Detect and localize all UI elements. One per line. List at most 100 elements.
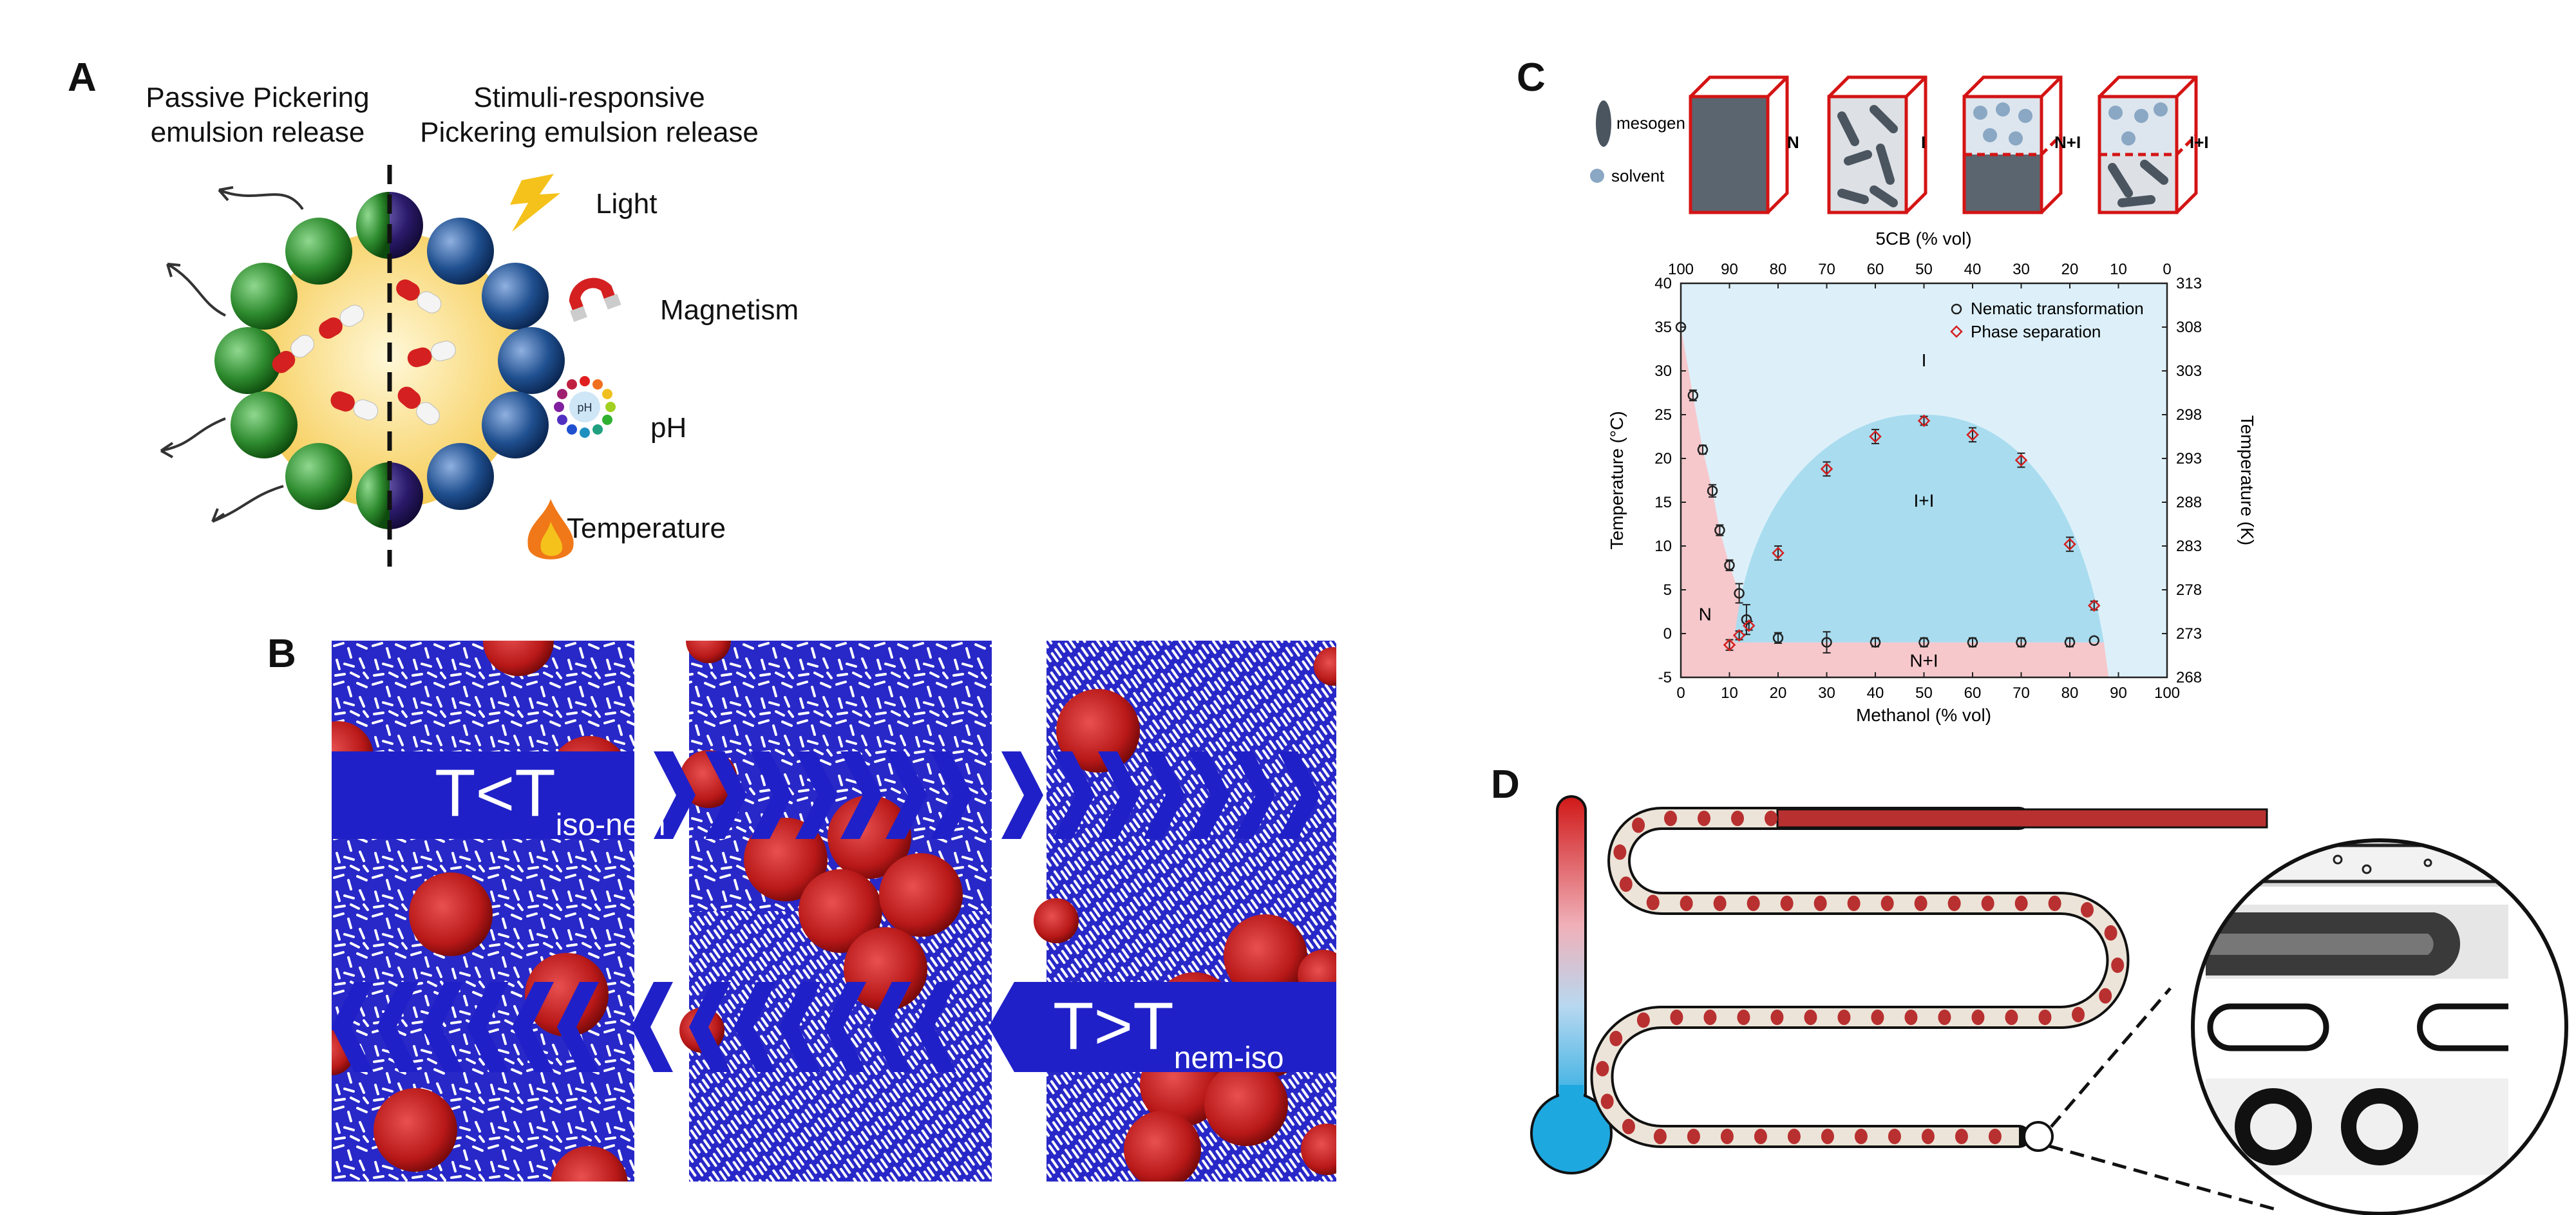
region-label-n: N [1699,605,1712,625]
droplet [1619,876,1633,892]
top-tick-label: 70 [1818,261,1835,278]
y-tick-label: 30 [1654,363,1672,380]
nematic-point [1734,583,1745,604]
y-right-tick-label: 288 [2176,494,2202,511]
nematic-point [1870,637,1881,648]
cube-n [1689,75,1789,214]
stimulus-ph: pH [650,412,687,444]
droplet [1988,1129,2002,1144]
cube-label-i: I [1921,133,1926,152]
droplet [1780,896,1794,911]
droplet [2005,1010,2018,1026]
pickering-emulsion-diagram: pH [160,161,621,567]
phase-separation-point [1732,628,1746,642]
release-arrow-icon [160,186,304,523]
phase-separation-point [1869,429,1882,444]
y-right-tick-label: 303 [2176,363,2202,380]
top-tick-label: 30 [2012,261,2030,278]
phase-separation-point [1820,461,1833,477]
x-tick-label: 10 [1721,684,1738,702]
cooling-arrow [332,751,1320,839]
region-label-n-i: N+I [1909,651,1938,671]
magnifier-origin [2023,1121,2054,1152]
top-tick-label: 40 [1964,261,1982,278]
droplet [1814,896,1827,911]
droplet [1981,896,1994,911]
nematic-point [2016,637,2027,648]
droplet [1646,894,1660,910]
phase-separation-point [1966,427,1979,443]
flame-icon [527,499,574,560]
x-tick-label: 80 [2061,684,2079,702]
droplet [1921,1129,1935,1144]
magnet-icon [569,278,621,322]
stimuli-release-label: Stimuli-responsive Pickering emulsion re… [396,80,782,150]
blue-particle [427,218,494,285]
serpentine-channel [1590,807,2268,1152]
droplet [1622,1118,1635,1135]
phase-separation-point [2014,452,2028,468]
green-particle [214,327,281,394]
x-tick-label: 0 [1676,684,1685,702]
panel-c-letter: C [1517,55,1546,100]
micrograph-inset [2191,838,2568,1215]
phase-separation-point [2087,599,2101,612]
droplet [2080,902,2094,918]
droplet [1600,1093,1614,1109]
region-label-i-i: I+I [1914,491,1935,511]
blue-particle [427,443,494,510]
cube-label-n: N [1787,133,1799,152]
ph-icon: pH [554,376,616,438]
y-tick-label: 20 [1654,450,1672,467]
microfluidic-figure [1530,795,2568,1215]
blue-particle [498,327,565,394]
stimuli-line-2: Pickering emulsion release [420,117,759,148]
x-tick-label: 100 [2154,684,2180,702]
droplet [1664,811,1677,826]
y-tick-label: 40 [1654,275,1672,292]
panel-d-letter: D [1491,762,1520,807]
panel-b-letter: B [267,632,296,676]
droplet [1720,1129,1734,1144]
y-right-tick-label: 268 [2176,669,2202,686]
capsule-icon [272,279,456,425]
passive-line-1: Passive Pickering [146,82,370,113]
top-tick-label: 20 [2061,261,2079,278]
legend-circle-icon [1951,303,1962,315]
cube-i [1827,75,1927,214]
region-label-i: I [1922,350,1927,370]
droplet [1680,896,1693,911]
droplet [1904,1010,1918,1025]
top-tick-label: 60 [1867,261,1884,278]
x-tick-label: 90 [2110,684,2127,702]
y-tick-label: 10 [1654,538,1672,555]
y-tick-label: 15 [1654,494,1672,511]
droplet [1687,1129,1700,1144]
droplet [1765,811,1777,826]
nematic-point [1697,444,1709,455]
nematic-point [1772,632,1784,644]
droplet [1737,1010,1750,1025]
solvent-legend-icon [1590,169,1604,183]
droplet [1747,896,1760,911]
y-axis-label: Temperature (°C) [1607,411,1627,549]
legend-nematic: Nematic transformation [1971,299,2144,318]
y-axis-right-label: Temperature (K) [2237,415,2257,545]
phase-separation-point [1723,638,1736,652]
nematic-point [1967,637,1978,648]
lc-simulation-figure: T<Tiso-nem T>Tnem-iso [332,641,1336,1182]
droplet [1888,1129,1901,1144]
green-particle [285,443,352,510]
cooling-label: T<Tiso-nem [435,756,666,842]
top-tick-label: 100 [1668,261,1694,278]
y-right-tick-label: 273 [2176,625,2202,643]
cube-n-i [1962,75,2063,214]
droplet [1632,817,1645,833]
y-right-tick-label: 293 [2176,450,2202,467]
y-right-tick-label: 313 [2176,275,2202,292]
droplets [1596,811,2125,1144]
legend-phase-separation: Phase separation [1971,322,2101,341]
x-tick-label: 20 [1770,684,1787,702]
phase-diagram-figure: mesogen solvent [1590,75,2257,725]
y-tick-label: 5 [1663,581,1672,599]
